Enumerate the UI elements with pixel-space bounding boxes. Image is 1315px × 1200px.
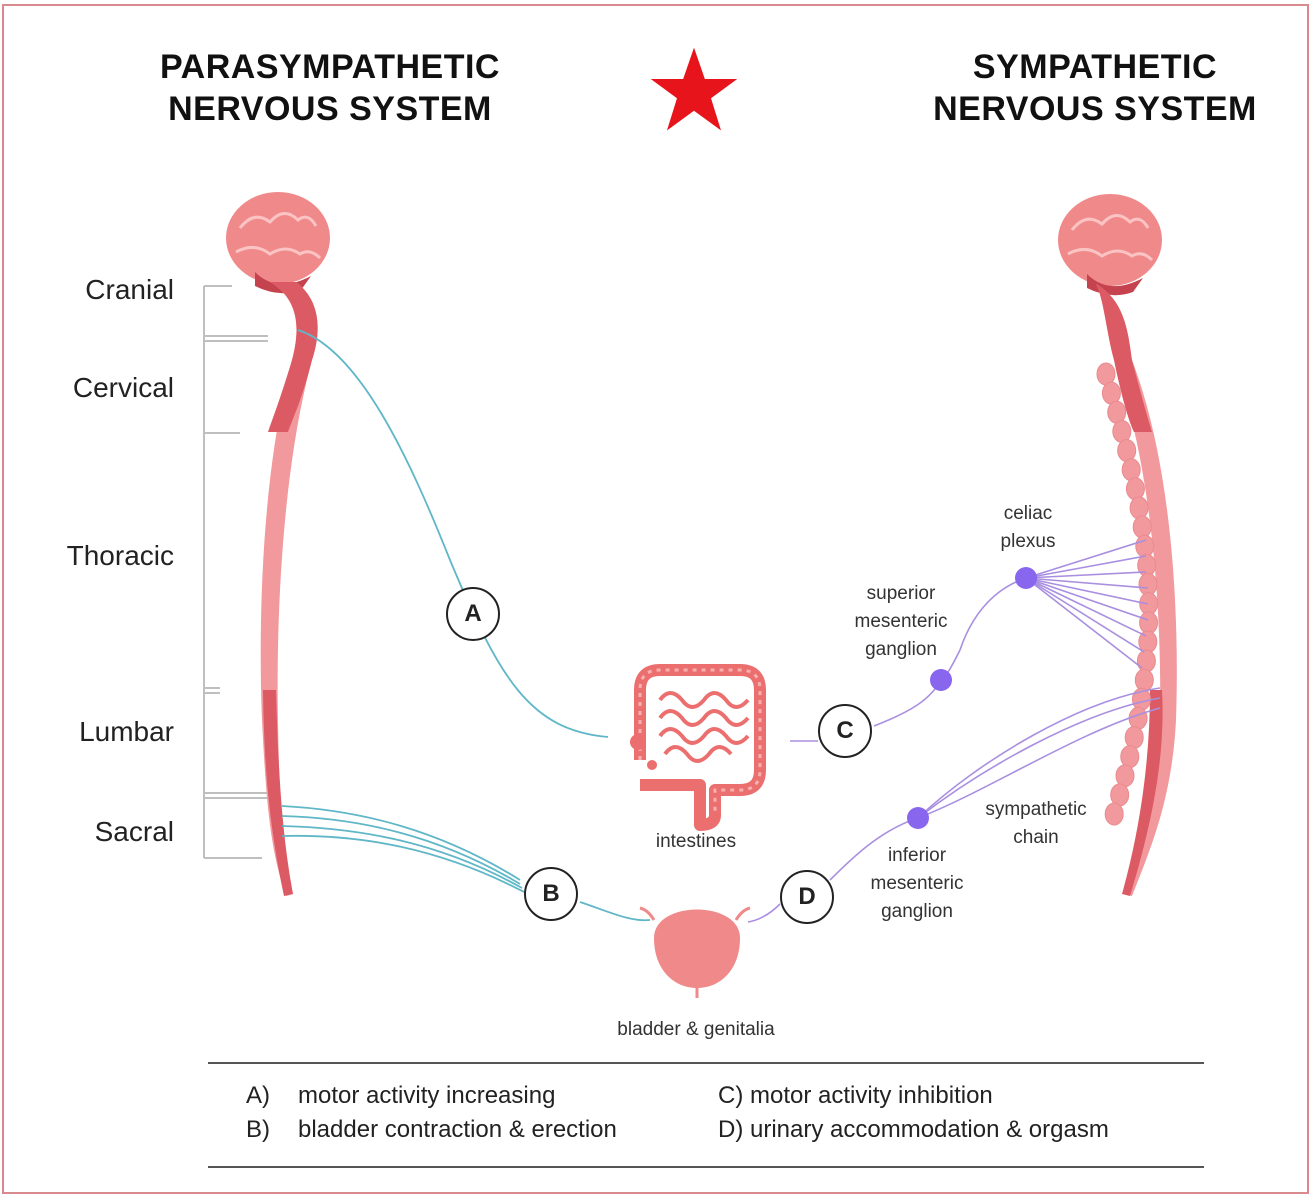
chain-ganglion xyxy=(1135,534,1155,558)
legend-item-c: C) motor activity inhibition xyxy=(718,1082,993,1110)
chain-ganglion xyxy=(1115,764,1135,788)
chain-label-line2: chain xyxy=(1013,827,1059,848)
sympathetic-title-line1: SYMPATHETIC xyxy=(972,48,1218,86)
parasympathetic-title-line1: PARASYMPATHETIC xyxy=(160,48,500,86)
chain-ganglion xyxy=(1134,668,1154,692)
superior-label-line1: superior xyxy=(866,583,936,604)
parasympathetic-nerves xyxy=(281,329,651,922)
chain-ganglion xyxy=(1132,515,1152,539)
left-brain-icon xyxy=(226,192,330,294)
chain-ganglion xyxy=(1117,439,1137,462)
segment-label-sacral: Sacral xyxy=(94,816,174,847)
legend-key-c: C) xyxy=(718,1082,744,1109)
legend-text-d: urinary accommodation & orgasm xyxy=(750,1116,1109,1143)
chain-ganglion xyxy=(1104,802,1124,826)
legend-item-b: B) bladder contraction & erection xyxy=(246,1116,617,1144)
sympathetic-chain-label: sympathetic chain xyxy=(968,796,1104,852)
superior-label-line2: mesenteric xyxy=(854,611,948,632)
left-spinal-cord xyxy=(260,282,318,896)
chain-ganglion xyxy=(1112,419,1132,443)
inferior-mesenteric-ganglion-node xyxy=(907,807,929,829)
right-brain-icon xyxy=(1058,194,1162,296)
inferior-label-line2: mesenteric xyxy=(870,873,964,894)
sympathetic-title: SYMPATHETIC NERVOUS SYSTEM xyxy=(905,46,1285,130)
chain-ganglion xyxy=(1120,745,1140,769)
segment-label-lumbar: Lumbar xyxy=(79,716,174,747)
chain-label-line1: sympathetic xyxy=(985,799,1087,820)
legend-key-b: B) xyxy=(246,1116,270,1143)
bladder-icon xyxy=(639,906,751,998)
chain-ganglion xyxy=(1129,496,1149,520)
chain-ganglion xyxy=(1101,381,1121,405)
superior-mesenteric-ganglion-node xyxy=(930,669,952,691)
intestines-icon xyxy=(630,664,766,831)
legend-text-c: motor activity inhibition xyxy=(750,1082,993,1109)
chain-ganglion xyxy=(1125,477,1145,501)
segment-label-cranial: Cranial xyxy=(85,274,174,305)
celiac-plexus-label: celiac plexus xyxy=(968,500,1088,556)
segment-label-thoracic: Thoracic xyxy=(66,540,174,571)
superior-label-line3: ganglion xyxy=(865,639,937,660)
sympathetic-chain xyxy=(1096,362,1159,826)
inferior-label-line3: ganglion xyxy=(881,901,953,922)
marker-d: D xyxy=(780,870,834,924)
chain-ganglion xyxy=(1136,649,1156,673)
outer-frame xyxy=(2,4,1309,1194)
intestines-label: intestines xyxy=(655,831,737,852)
chain-ganglion xyxy=(1138,572,1158,596)
chain-ganglion xyxy=(1121,458,1141,482)
celiac-label-line1: celiac xyxy=(1003,503,1053,524)
superior-mesenteric-ganglion-label: superior mesenteric ganglion xyxy=(836,580,966,664)
parasympathetic-title-line2: NERVOUS SYSTEM xyxy=(168,90,492,128)
marker-c: C xyxy=(818,704,872,758)
legend-key-d: D) xyxy=(718,1116,744,1143)
chain-ganglion xyxy=(1128,706,1148,730)
legend-text-b: bladder contraction & erection xyxy=(298,1116,617,1143)
bladder-label: bladder & genitalia xyxy=(617,1019,775,1040)
segment-label-cervical: Cervical xyxy=(72,372,174,403)
legend-item-a: A) motor activity increasing xyxy=(246,1082,555,1110)
marker-b: B xyxy=(524,867,578,921)
legend-text-a: motor activity increasing xyxy=(298,1082,556,1109)
segment-bracket xyxy=(203,285,268,859)
chain-ganglion xyxy=(1124,726,1144,749)
legend-key-a: A) xyxy=(246,1082,270,1109)
sympathetic-title-line2: NERVOUS SYSTEM xyxy=(933,90,1257,128)
celiac-plexus-node xyxy=(1015,567,1037,589)
right-spinal-cord xyxy=(1096,284,1177,896)
legend-item-d: D) urinary accommodation & orgasm xyxy=(718,1116,1109,1144)
sympathetic-nerves xyxy=(747,539,1161,923)
legend-bottom-rule xyxy=(208,1166,1204,1168)
parasympathetic-title: PARASYMPATHETIC NERVOUS SYSTEM xyxy=(120,46,540,130)
marker-a: A xyxy=(446,587,500,641)
inferior-label-line1: inferior xyxy=(887,845,947,866)
celiac-label-line2: plexus xyxy=(1000,531,1056,552)
inferior-mesenteric-ganglion-label: inferior mesenteric ganglion xyxy=(852,842,982,926)
legend-top-rule xyxy=(208,1062,1204,1064)
star-icon xyxy=(650,47,738,131)
